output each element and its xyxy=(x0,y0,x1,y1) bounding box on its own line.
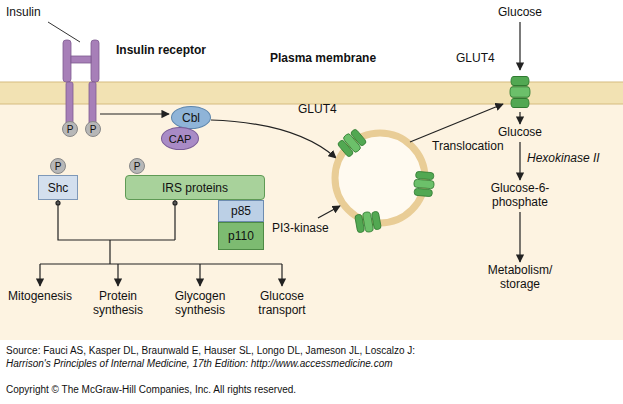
phospho-circle: P xyxy=(85,121,101,137)
molecule-label: Glucose-6- phosphate xyxy=(482,182,558,210)
node-text: P xyxy=(67,124,74,135)
arrow xyxy=(318,206,340,218)
glut4-transporter xyxy=(336,128,367,159)
protein-box: p110 xyxy=(218,222,264,250)
node-text: Cbl xyxy=(182,111,200,125)
arrow xyxy=(519,142,520,180)
protein-ellipse: Cbl xyxy=(171,106,211,129)
node-text: p110 xyxy=(228,229,254,243)
protein-ellipse: CAP xyxy=(161,127,199,150)
transporter-label: GLUT4 xyxy=(456,52,504,66)
node-text: CAP xyxy=(169,133,192,145)
process-label: Translocation xyxy=(432,140,522,154)
source-note: Source: Fauci AS, Kasper DL, Braunwald E… xyxy=(6,345,616,357)
outcome-label: Glucose transport xyxy=(246,290,318,318)
molecule-label: Insulin xyxy=(6,6,66,20)
molecule-label: Glucose xyxy=(480,126,560,140)
glut4-transporter xyxy=(354,210,381,234)
enzyme-label: PI3-kinase xyxy=(272,222,352,236)
arrow xyxy=(519,22,520,70)
phospho-circle: P xyxy=(129,158,145,174)
arrow xyxy=(211,120,336,158)
structure-label: Insulin receptor xyxy=(116,44,236,58)
node-text: P xyxy=(55,161,62,172)
enzyme-label: Hexokinase II xyxy=(527,152,621,166)
molecule-label: Glucose xyxy=(480,6,560,20)
glut4-transporter xyxy=(413,171,435,197)
structure-label: Plasma membrane xyxy=(270,52,400,66)
outcome-label: Protein synthesis xyxy=(84,290,152,318)
node-text: p85 xyxy=(231,204,251,218)
node-text: Shc xyxy=(48,181,69,195)
protein-box: p85 xyxy=(218,200,264,222)
outcome-arrows xyxy=(40,264,282,286)
outcome-label: Glycogen synthesis xyxy=(164,290,236,318)
signal-lines xyxy=(40,200,282,264)
node-text: P xyxy=(90,124,97,135)
phospho-circle: P xyxy=(50,158,66,174)
cytoplasm xyxy=(0,104,623,340)
arrow xyxy=(100,113,169,114)
insulin-receptor xyxy=(63,40,99,130)
outcome-label: Mitogenesis xyxy=(4,290,76,304)
phospho-circle: P xyxy=(62,121,78,137)
glut4-transporter xyxy=(510,76,530,107)
source-note: Harrison's Principles of Internal Medici… xyxy=(6,358,616,370)
node-text: P xyxy=(134,161,141,172)
outcome-label: Metabolism/ storage xyxy=(480,264,560,292)
leader-line xyxy=(48,22,80,42)
arrow xyxy=(519,112,520,124)
node-text: IRS proteins xyxy=(162,181,228,195)
copyright-note: Copyright © The McGraw-Hill Companies, I… xyxy=(6,384,616,396)
arrow xyxy=(410,104,503,142)
protein-box: Shc xyxy=(38,175,78,200)
arrow xyxy=(519,212,520,262)
transporter-label: GLUT4 xyxy=(298,103,348,117)
protein-box: IRS proteins xyxy=(125,175,265,200)
